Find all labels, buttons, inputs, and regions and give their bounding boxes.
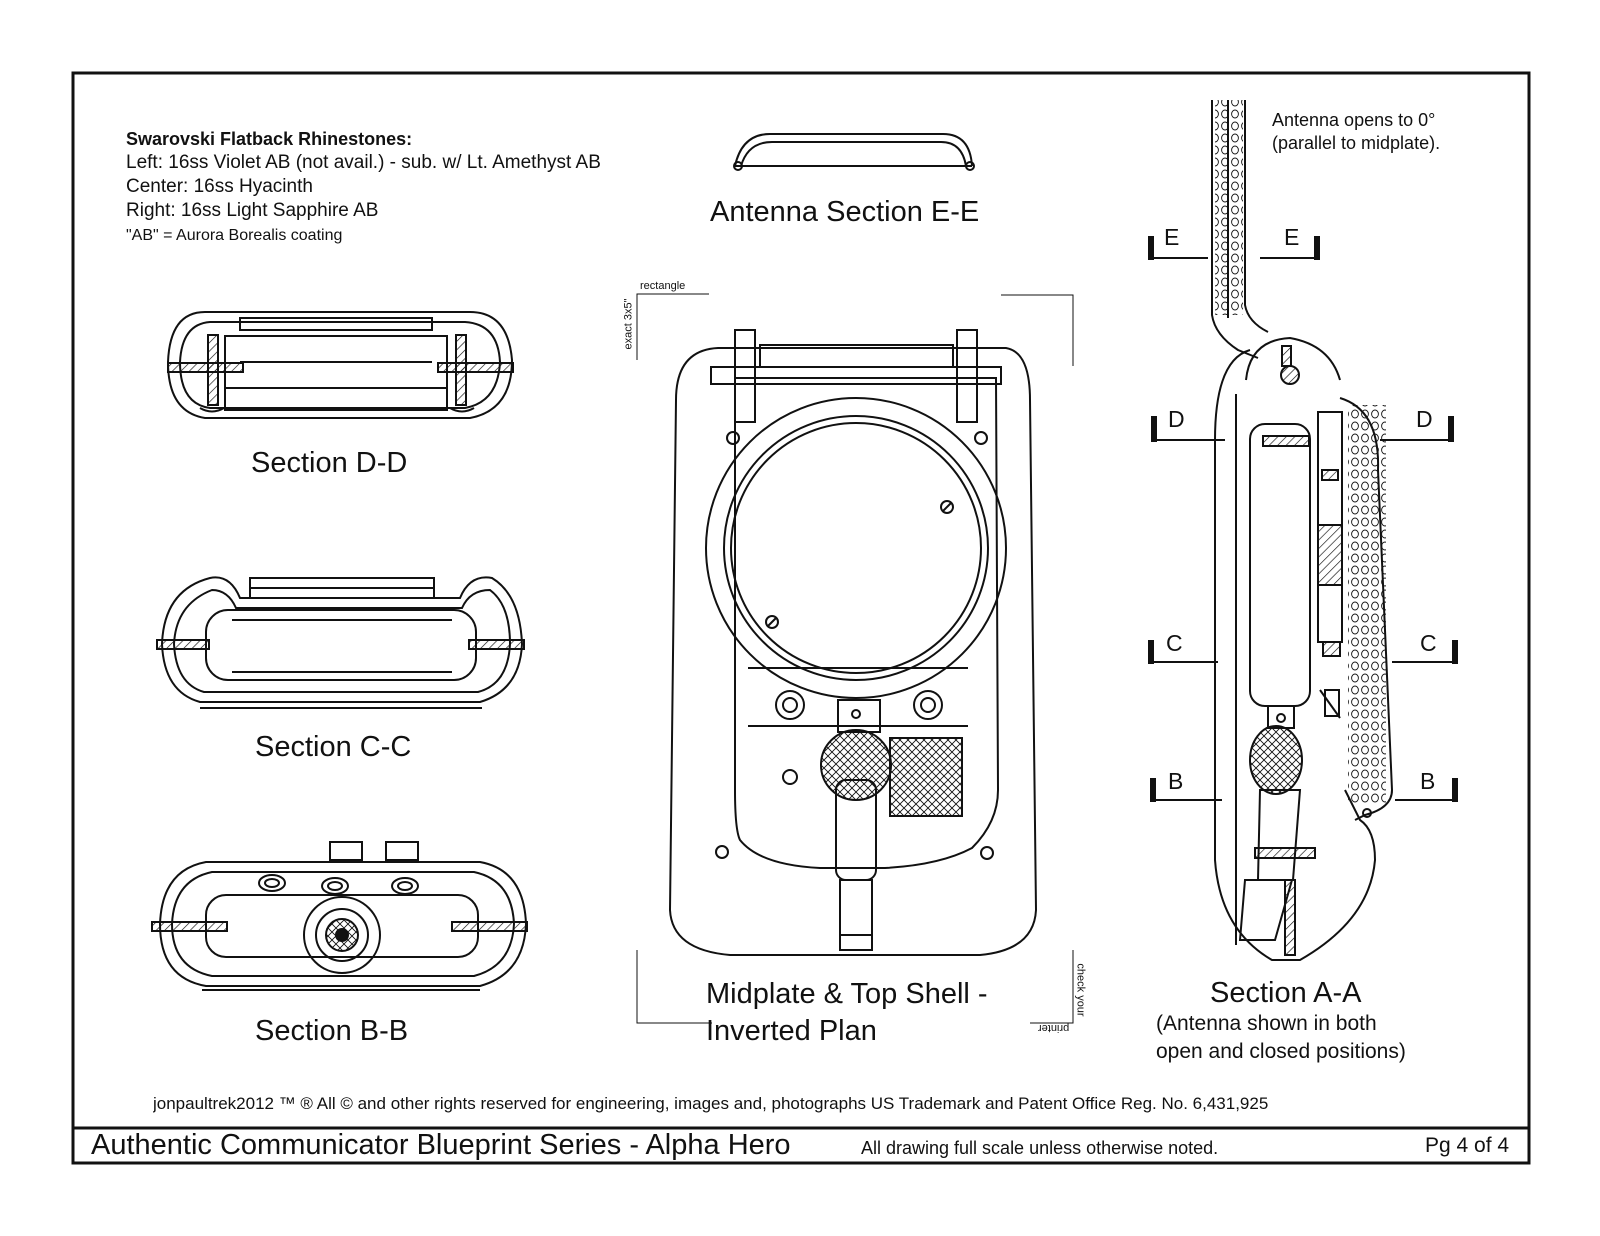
section-dd-drawing bbox=[166, 311, 514, 419]
section-aa-caption: Section A-A bbox=[1210, 977, 1362, 1009]
section-aa-drawing bbox=[1211, 100, 1394, 961]
section-bb-caption: Section B-B bbox=[255, 1015, 409, 1047]
notes-line-ab: "AB" = Aurora Borealis coating bbox=[126, 227, 343, 244]
cut-label-d-right: D bbox=[1416, 406, 1433, 432]
notes-heading: Swarovski Flatback Rhinestones: bbox=[126, 129, 413, 149]
cut-label-b-left: B bbox=[1168, 768, 1184, 794]
crop-label-bottom: printer bbox=[1038, 1022, 1070, 1034]
plan-caption-line1: Midplate & Top Shell - bbox=[706, 978, 988, 1010]
section-aa-note-line1: (Antenna shown in both bbox=[1156, 1012, 1377, 1035]
cut-label-e-left: E bbox=[1164, 224, 1180, 250]
section-aa-note-line2: open and closed positions) bbox=[1156, 1040, 1406, 1063]
notes-line-center: Center: 16ss Hyacinth bbox=[126, 176, 313, 197]
copyright-line: jonpaultrek2012 ™ ® All © and other righ… bbox=[153, 1094, 1269, 1113]
notes-line-right: Right: 16ss Light Sapphire AB bbox=[126, 200, 379, 221]
cut-label-c-left: C bbox=[1166, 630, 1183, 656]
notes-line-left: Left: 16ss Violet AB (not avail.) - sub.… bbox=[126, 152, 601, 173]
sheet-border bbox=[71, 71, 1531, 1165]
antenna-note-line2: (parallel to midplate). bbox=[1272, 133, 1441, 153]
crop-label-top: rectangle bbox=[640, 280, 686, 292]
section-ee-drawing bbox=[733, 133, 975, 171]
antenna-note-line1: Antenna opens to 0° bbox=[1272, 110, 1436, 130]
section-cut-markers bbox=[1151, 238, 1455, 801]
crop-label-right: check your bbox=[1074, 963, 1087, 1017]
midplate-plan-drawing bbox=[668, 329, 1038, 956]
section-bb-drawing bbox=[151, 841, 528, 991]
crop-marks bbox=[636, 293, 1074, 1024]
section-cc-caption: Section C-C bbox=[255, 731, 412, 763]
cut-label-d-left: D bbox=[1168, 406, 1185, 432]
section-ee-caption: Antenna Section E-E bbox=[710, 196, 980, 228]
section-cc-drawing bbox=[156, 576, 525, 709]
section-cut-marker-bars bbox=[1148, 236, 1458, 802]
footer-page-number: Pg 4 of 4 bbox=[1425, 1134, 1510, 1157]
footer-scale-note: All drawing full scale unless otherwise … bbox=[861, 1138, 1219, 1158]
cut-label-e-right: E bbox=[1284, 224, 1300, 250]
crop-label-side: exact 3x5" bbox=[622, 298, 635, 350]
plan-caption-line2: Inverted Plan bbox=[706, 1015, 877, 1047]
section-dd-caption: Section D-D bbox=[251, 447, 408, 479]
footer-series-title: Authentic Communicator Blueprint Series … bbox=[91, 1129, 791, 1161]
cut-label-b-right: B bbox=[1420, 768, 1436, 794]
cut-label-c-right: C bbox=[1420, 630, 1437, 656]
